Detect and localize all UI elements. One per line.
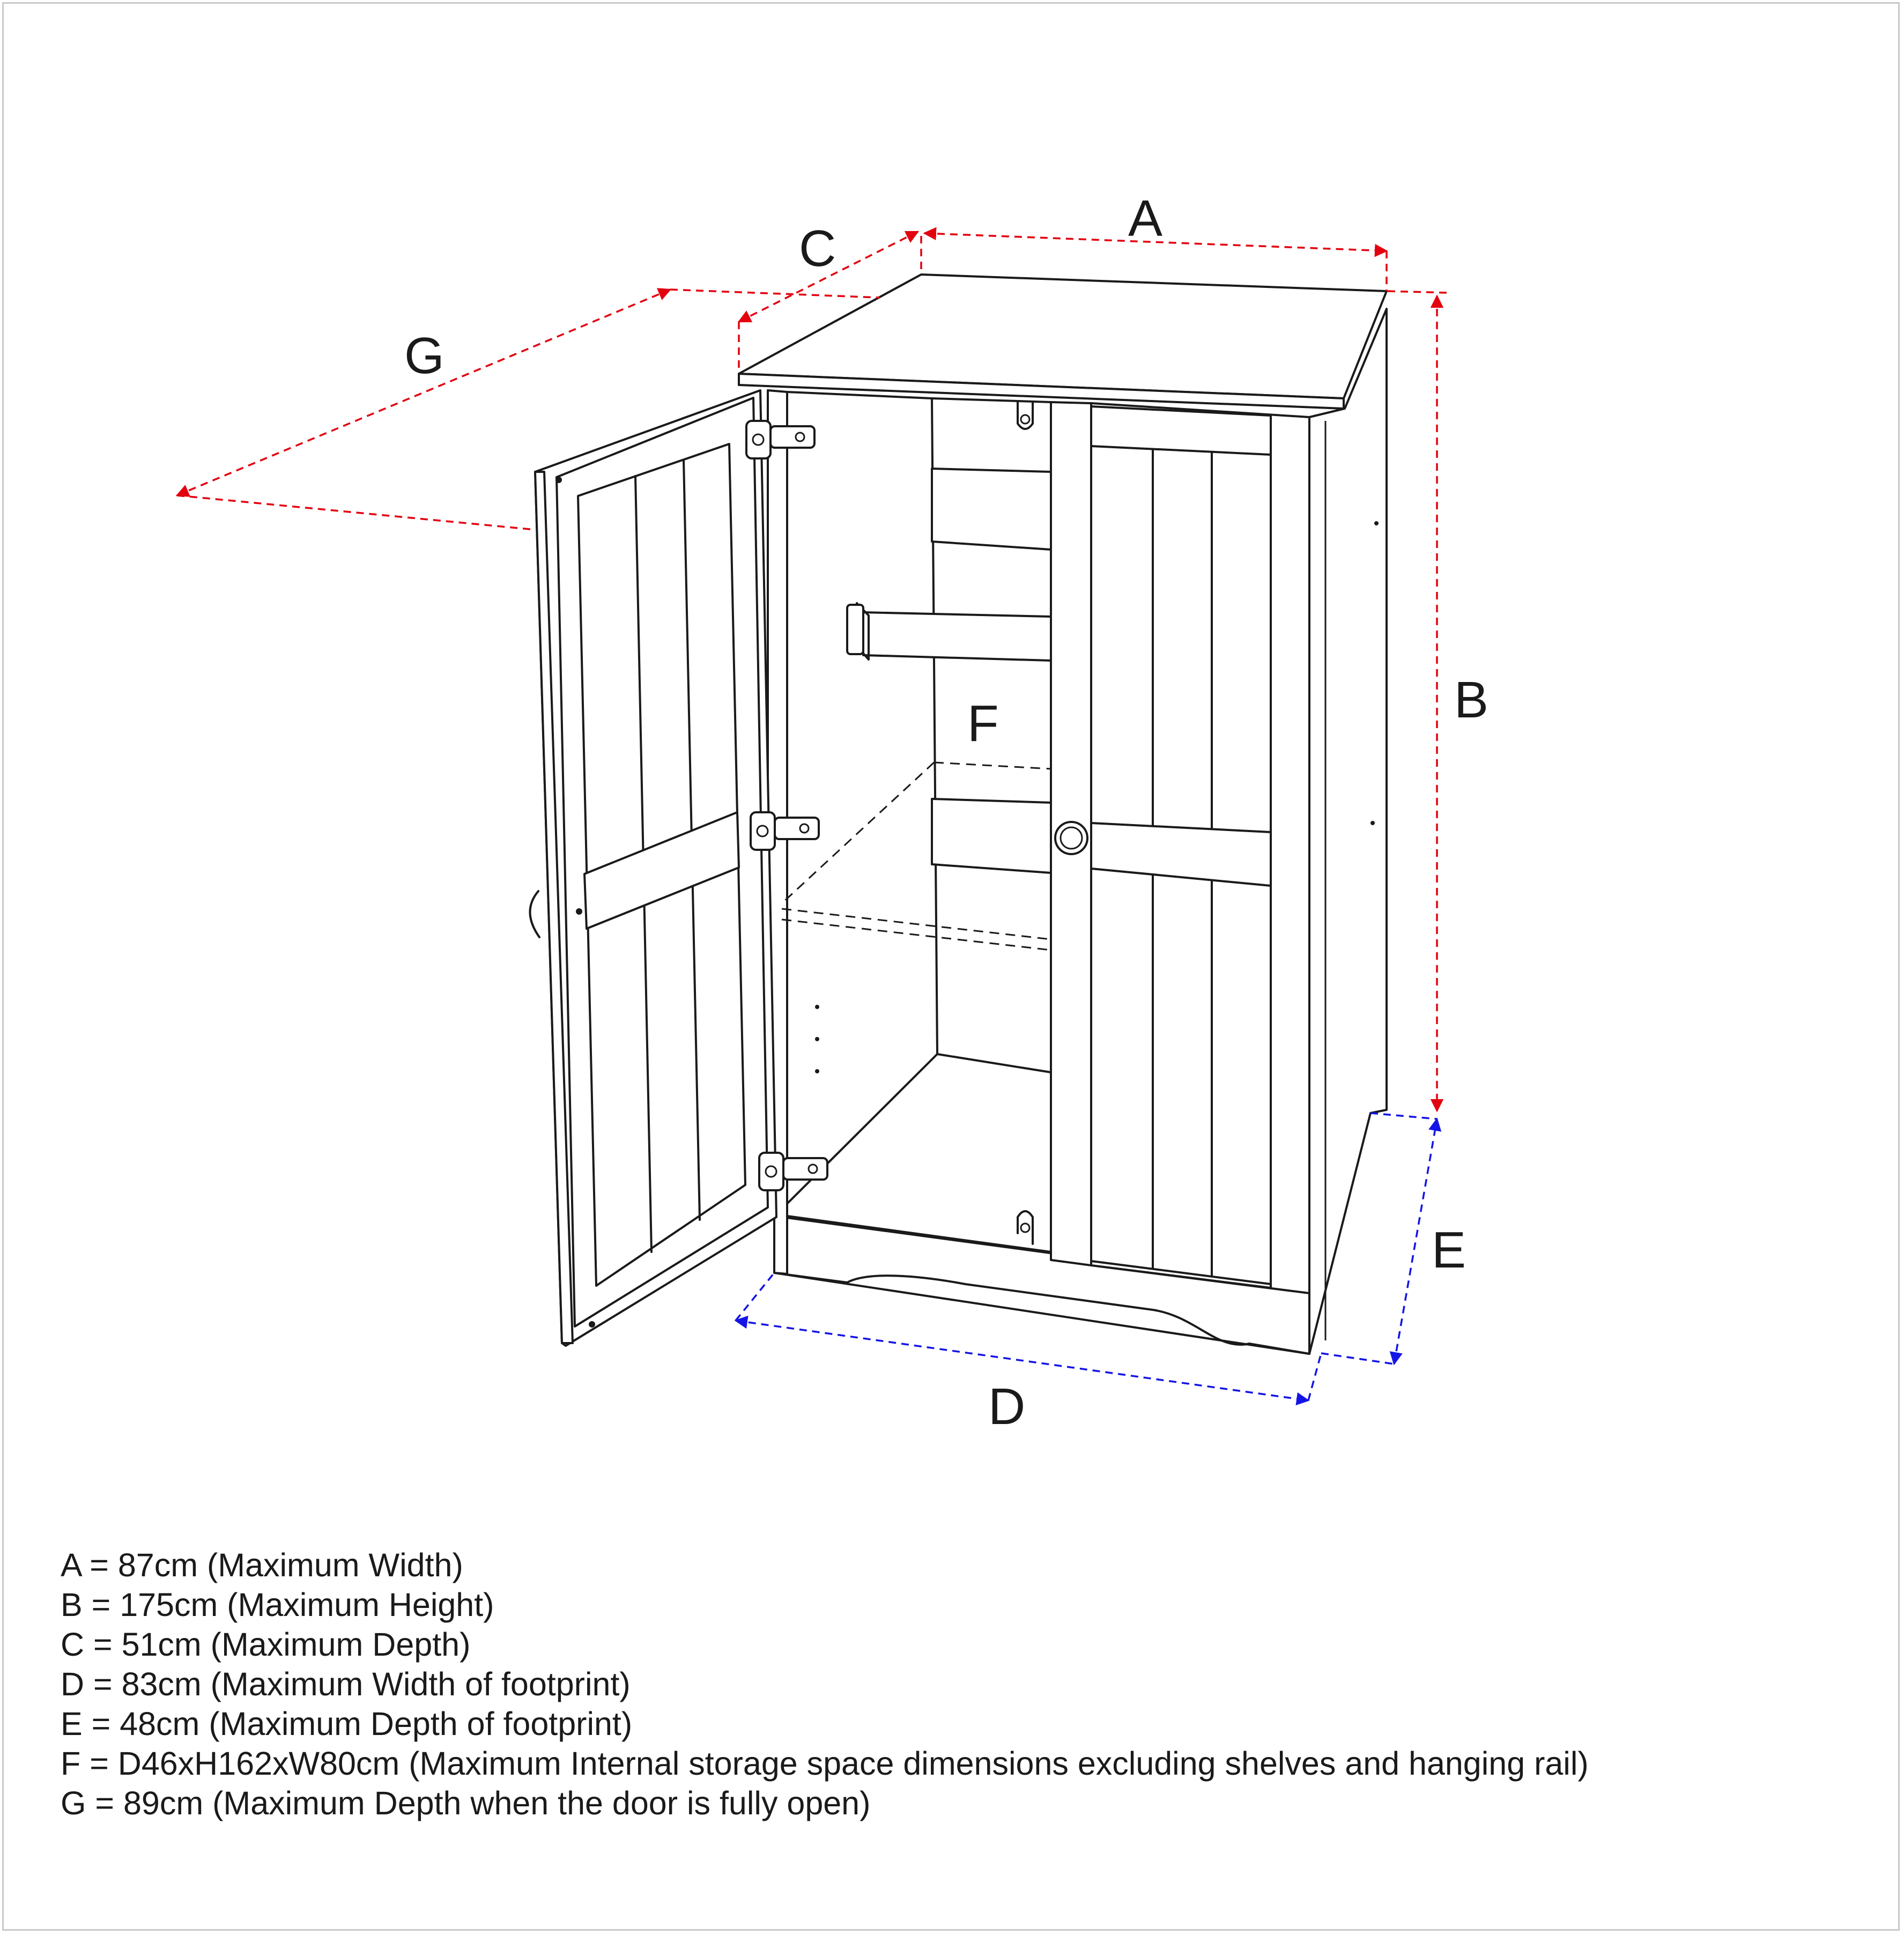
legend-item-d: D = 83cm (Maximum Width of footprint) — [61, 1666, 631, 1702]
label-b: B — [1454, 671, 1488, 729]
right-side-panel — [1308, 308, 1388, 1355]
legend-item-a: A = 87cm (Maximum Width) — [61, 1547, 463, 1583]
wardrobe-drawing — [529, 273, 1388, 1355]
hanging-rail — [862, 611, 1052, 662]
legend-item-b: B = 175cm (Maximum Height) — [61, 1586, 494, 1623]
dimension-legend: A = 87cm (Maximum Width) B = 175cm (Maxi… — [61, 1545, 1857, 1823]
door-hinges — [745, 420, 828, 1191]
left-door-open — [529, 389, 777, 1347]
legend-item-f: F = D46xH162xW80cm (Maximum Internal sto… — [61, 1745, 1589, 1782]
label-g: G — [404, 327, 444, 384]
legend-item-e: E = 48cm (Maximum Depth of footprint) — [61, 1706, 633, 1742]
dimension-e-arrow — [1389, 1117, 1442, 1366]
label-e: E — [1432, 1221, 1466, 1279]
label-a: A — [1128, 190, 1162, 247]
dimension-d-arrow — [734, 1315, 1310, 1406]
legend-item-c: C = 51cm (Maximum Depth) — [61, 1626, 471, 1663]
label-d: D — [988, 1378, 1025, 1435]
label-f: F — [967, 695, 999, 752]
label-c: C — [799, 220, 836, 277]
legend-item-g: G = 89cm (Maximum Depth when the door is… — [61, 1785, 871, 1821]
internal-space-outline — [781, 761, 1051, 951]
dimension-arrows — [175, 227, 1448, 1406]
